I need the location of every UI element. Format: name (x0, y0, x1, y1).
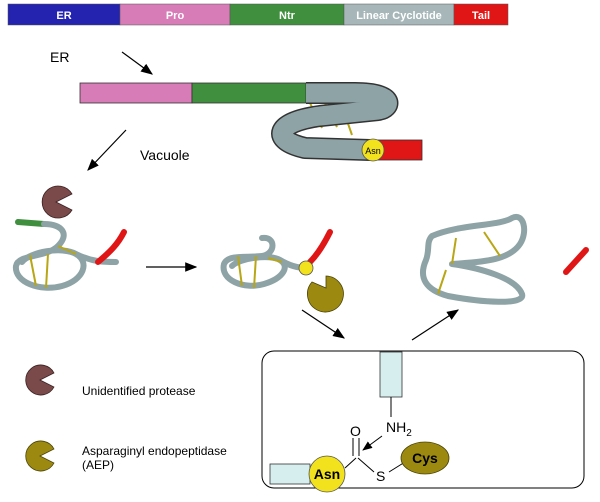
stage-1-protease-icon (41, 185, 73, 219)
stage-2-aep-icon (307, 275, 344, 313)
er-precursor: Asn (79, 82, 423, 162)
precursor-pro (79, 82, 193, 104)
segment-er-label: ER (56, 10, 71, 22)
reaction-cys-chain (379, 351, 403, 398)
stage-2-tail (307, 229, 333, 265)
stage-3-freed-tail (563, 247, 589, 275)
precursor-ntr (191, 82, 307, 104)
stage-2-aep-binding (220, 229, 344, 313)
segment-tail (453, 3, 509, 26)
stage-2-disulfide-2 (253, 255, 257, 289)
legend: Unidentified protease Asparaginyl endope… (25, 364, 227, 472)
segment-pro-label: Pro (166, 10, 185, 22)
reaction-c-s-bond (357, 457, 375, 473)
segment-ntr-label: Ntr (279, 10, 296, 22)
reaction-asn-label: Asn (314, 466, 340, 482)
reaction-nh2-label: NH2 (386, 419, 412, 439)
reaction-asn-c-bond (344, 457, 357, 469)
reaction-cys-label: Cys (412, 450, 438, 466)
stage-3-disulfide-1 (451, 237, 457, 265)
er-arrow (121, 51, 153, 75)
reaction-sulfur-label: S (376, 468, 385, 484)
vacuole-arrow (87, 129, 127, 171)
reaction-attack-arrow (362, 435, 383, 451)
er-label: ER (50, 49, 69, 65)
legend-aep-icon (25, 440, 55, 472)
domain-bar: ER Pro Ntr Linear Cyclotide Tail (7, 3, 509, 26)
legend-protease-label: Unidentified protease (82, 384, 196, 398)
stage-3-disulfide-3 (437, 269, 447, 295)
stage-1-cleavage (13, 185, 127, 291)
reaction-box-frame (261, 350, 585, 489)
precursor-asn (361, 138, 385, 162)
stage-2-disulfide-1 (237, 255, 243, 287)
reaction-asn-chain (269, 463, 311, 485)
reaction-box: NH2 Asn O S Cys (261, 350, 585, 493)
precursor-asn-label: Asn (365, 146, 381, 156)
stage-2-asn (298, 260, 314, 276)
stage-3-cyclic-product (419, 214, 589, 305)
stage-1-tail (95, 229, 127, 265)
stage-3-backbone (419, 214, 528, 305)
stage-1-ntr-remnant (15, 219, 47, 227)
legend-aep-label-line2: (AEP) (82, 458, 114, 472)
stage-2-disulfide-3 (267, 257, 283, 263)
stage-1-disulfide-1 (29, 254, 37, 287)
stage-3-disulfide-2 (483, 231, 501, 257)
stage-2-to-box-arrow (301, 309, 345, 339)
stage-2-backbone (220, 234, 309, 289)
segment-tail-label: Tail (472, 10, 490, 22)
legend-aep-label-line1: Asparaginyl endopeptidase (82, 444, 227, 458)
box-to-cyclic-arrow (411, 309, 460, 341)
reaction-asn-circle (308, 455, 346, 493)
stage-1-disulfide-3 (57, 245, 77, 255)
legend-protease-icon (25, 364, 55, 396)
stage-1-disulfide-2 (45, 253, 49, 289)
segment-linear-cyclotide-label: Linear Cyclotide (356, 10, 442, 22)
reaction-cys-ellipse (400, 441, 450, 475)
reaction-oxygen-label: O (350, 423, 361, 439)
vacuole-label: Vacuole (140, 147, 190, 163)
